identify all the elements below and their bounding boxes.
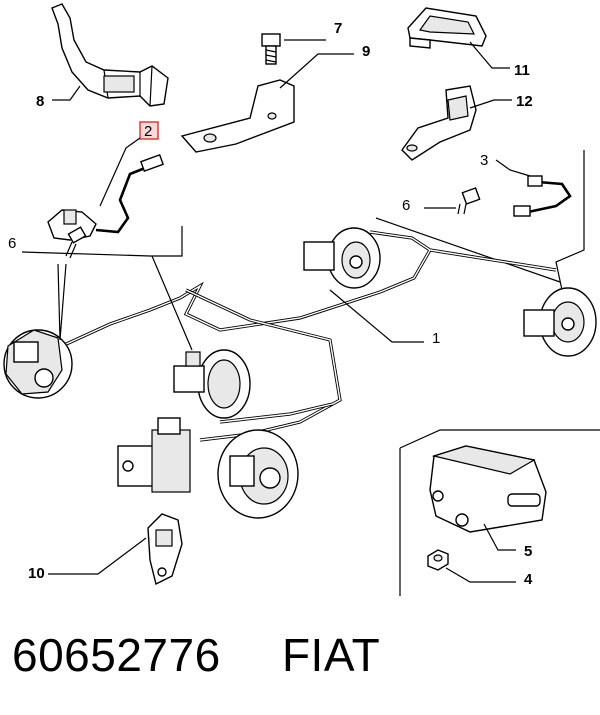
- leader-5: [483, 523, 516, 551]
- callout-7: 7: [334, 20, 342, 37]
- callout-5: 5: [524, 543, 532, 560]
- disc-front-right: [217, 429, 299, 519]
- callout-12: 12: [516, 93, 533, 110]
- part-7-bolt: [261, 33, 281, 65]
- part-3-sensor: [513, 175, 572, 217]
- callout-4: 4: [524, 571, 533, 588]
- leader-10: [48, 537, 147, 575]
- callout-9: 9: [362, 43, 370, 60]
- part-6-screw-left: [65, 226, 87, 259]
- caliper-front-left: [3, 329, 73, 399]
- callout-1: 1: [432, 330, 440, 347]
- leader-11: [469, 41, 510, 69]
- leader-12: [469, 99, 512, 109]
- callout-3: 3: [480, 152, 488, 169]
- inset-panel-border: [399, 429, 600, 596]
- part-11-clip: [407, 7, 487, 49]
- part-12-clamp: [401, 85, 477, 161]
- frame-line-top: [375, 217, 561, 283]
- caliper-right: [523, 287, 597, 357]
- footer-caption: 60652776 FIAT: [12, 628, 592, 698]
- leader-1: [329, 289, 424, 343]
- part-number: 60652776: [12, 629, 221, 681]
- callout-6-right: 6: [402, 197, 410, 214]
- part-4-nut: [427, 549, 449, 571]
- part-6-screw-right: [457, 187, 481, 215]
- part-10-bracket: [147, 513, 183, 586]
- leader-booster: [151, 255, 193, 351]
- leader-9: [279, 53, 354, 89]
- leader-2: [99, 137, 141, 207]
- frame-line-right: [555, 150, 585, 291]
- brake-pipe-network: [61, 230, 557, 442]
- abs-hydraulic-unit: [117, 417, 191, 493]
- caliper-rear-right: [303, 227, 381, 289]
- part-5-module: [429, 445, 547, 533]
- part-2-sensor: [47, 153, 165, 241]
- brake-booster: [173, 349, 251, 419]
- leader-6-left: [21, 226, 183, 257]
- callout-2: 2: [144, 123, 152, 140]
- callout-10: 10: [28, 565, 45, 582]
- leader-6-left-down: [57, 263, 67, 341]
- callout-6-left: 6: [8, 235, 16, 252]
- brand-name: FIAT: [281, 629, 381, 681]
- part-9-plate: [180, 79, 295, 153]
- callout-8: 8: [36, 93, 44, 110]
- leader-8: [52, 85, 81, 101]
- exploded-parts-diagram: 8 7 9 11 12 2 6: [3, 3, 600, 596]
- callout-11: 11: [514, 62, 530, 79]
- leader-4: [445, 567, 516, 583]
- leader-3: [495, 159, 531, 177]
- part-8-bracket: [51, 3, 169, 107]
- callout-2-highlight-box: [139, 121, 159, 140]
